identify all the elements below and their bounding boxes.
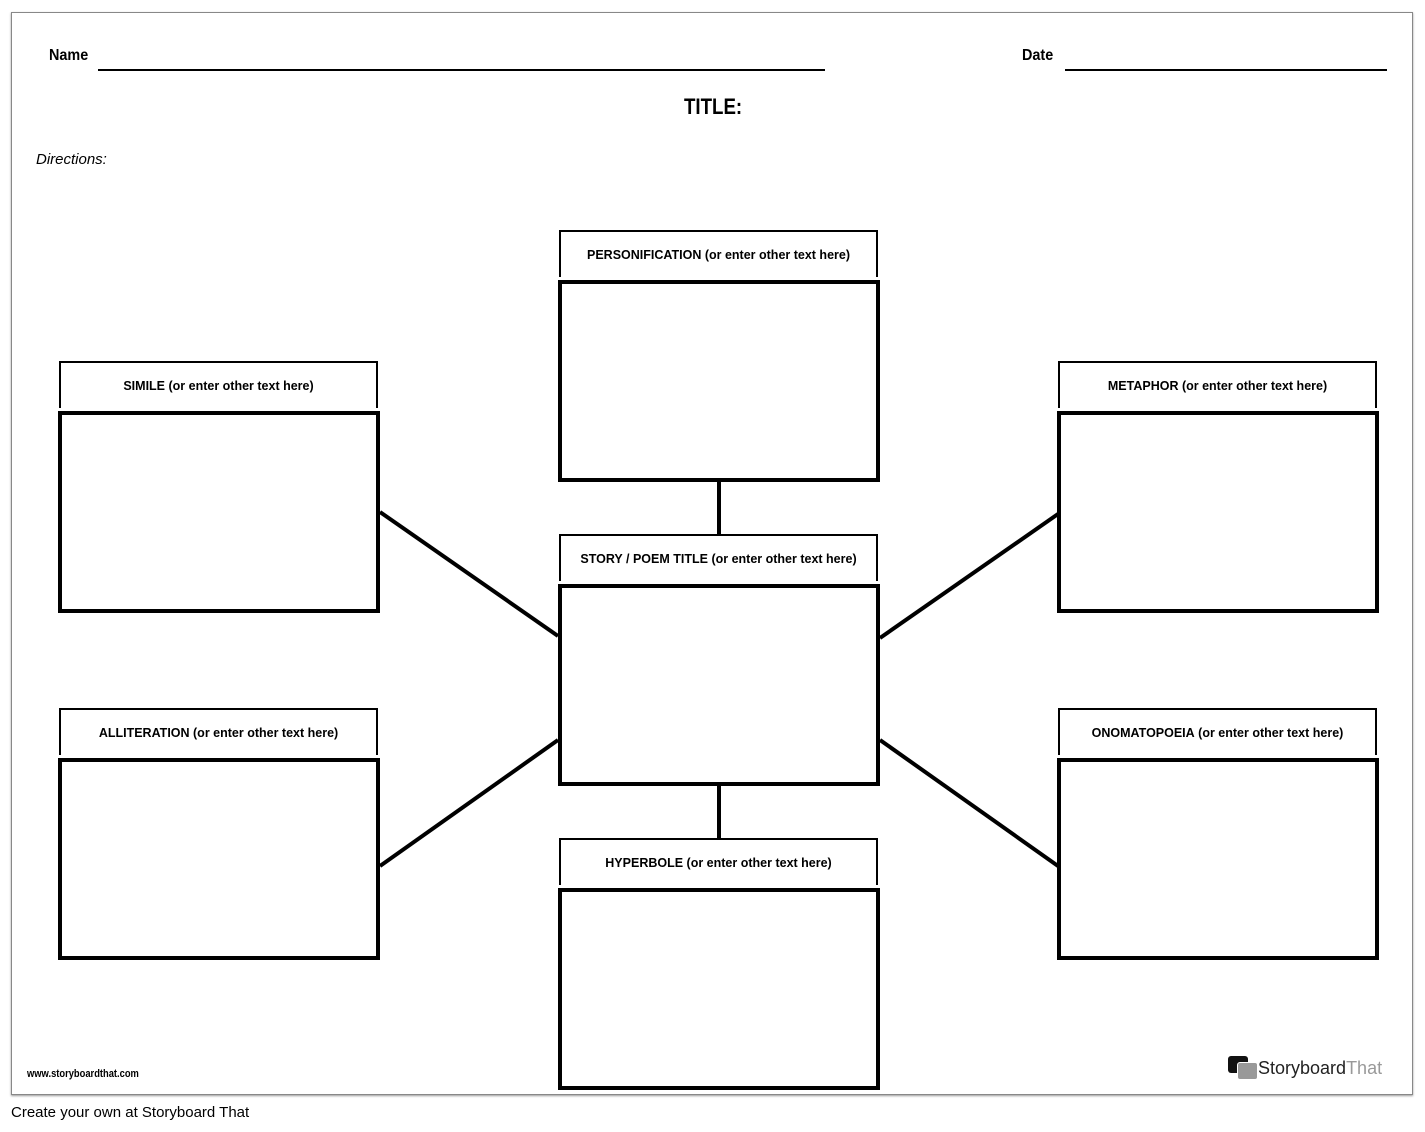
connector-simile <box>378 510 560 638</box>
metaphor-header[interactable]: METAPHOR (or enter other text here) <box>1058 361 1377 408</box>
box-title-suffix: (or enter other text here) <box>189 725 339 740</box>
story-text-box[interactable] <box>558 584 880 786</box>
box-title: STORY / POEM TITLE <box>580 551 708 566</box>
box-title-suffix: (or enter other text here) <box>707 551 857 566</box>
box-title-suffix: (or enter other text here) <box>1178 378 1328 393</box>
box-title: SIMILE <box>123 378 166 393</box>
connector-onomatopoeia <box>878 738 1060 868</box>
directions-label: Directions: <box>36 151 107 168</box>
box-title: HYPERBOLE <box>605 855 684 870</box>
personification-header[interactable]: PERSONIFICATION (or enter other text her… <box>559 230 878 277</box>
onomatopoeia-header[interactable]: ONOMATOPOEIA (or enter other text here) <box>1058 708 1377 755</box>
story-header[interactable]: STORY / POEM TITLE (or enter other text … <box>559 534 878 581</box>
name-label: Name <box>49 47 89 64</box>
alliteration-text-box[interactable] <box>58 758 380 960</box>
box-title-suffix: (or enter other text here) <box>701 247 850 262</box>
connector-metaphor <box>878 512 1060 640</box>
box-title: METAPHOR <box>1107 378 1179 393</box>
speech-bubbles-icon <box>1228 1056 1258 1080</box>
box-title-suffix: (or enter other text here) <box>683 855 832 870</box>
title-label: TITLE: <box>684 94 743 119</box>
website-text: www.storyboardthat.com <box>27 1068 139 1080</box>
hyperbole-header[interactable]: HYPERBOLE (or enter other text here) <box>559 838 878 885</box>
simile-header[interactable]: SIMILE (or enter other text here) <box>59 361 378 408</box>
personification-text-box[interactable] <box>558 280 880 482</box>
simile-text-box[interactable] <box>58 411 380 613</box>
date-label: Date <box>1022 47 1054 64</box>
metaphor-text-box[interactable] <box>1057 411 1379 613</box>
connector-alliteration <box>378 738 560 868</box>
create-your-own-link[interactable]: Create your own at Storyboard That <box>11 1104 250 1121</box>
box-title: PERSONIFICATION <box>587 247 702 262</box>
name-field-line[interactable] <box>98 69 825 71</box>
onomatopoeia-text-box[interactable] <box>1057 758 1379 960</box>
worksheet-page <box>11 12 1413 1095</box>
box-title: ALLITERATION <box>98 725 190 740</box>
box-title: ONOMATOPOEIA <box>1091 725 1195 740</box>
box-title-suffix: (or enter other text here) <box>165 378 314 393</box>
date-field-line[interactable] <box>1065 69 1387 71</box>
alliteration-header[interactable]: ALLITERATION (or enter other text here) <box>59 708 378 755</box>
hyperbole-text-box[interactable] <box>558 888 880 1090</box>
box-title-suffix: (or enter other text here) <box>1194 725 1344 740</box>
